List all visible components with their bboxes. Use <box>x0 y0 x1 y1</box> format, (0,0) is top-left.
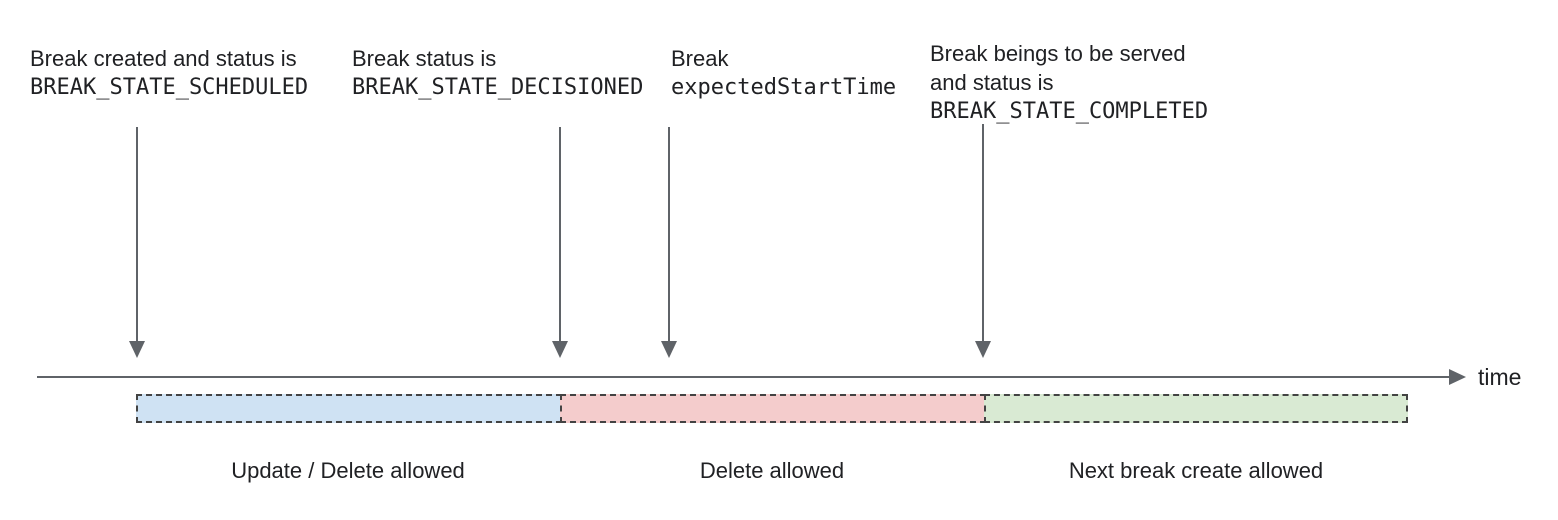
segment-label-update-delete: Update / Delete allowed <box>231 458 465 483</box>
arrow-right-icon <box>1449 369 1466 385</box>
arrow-down-icon-scheduled <box>136 127 138 341</box>
annotation-scheduled: Break created and status is BREAK_STATE_… <box>30 44 308 102</box>
annotation-text: Break <box>671 46 729 71</box>
annotation-code: BREAK_STATE_COMPLETED <box>930 99 1209 124</box>
arrow-down-icon-completed <box>982 124 984 341</box>
annotation-code: expectedStartTime <box>671 75 897 100</box>
annotation-expected-start-time: Break expectedStartTime <box>671 44 896 102</box>
segment-delete-allowed <box>560 394 986 423</box>
timeline-axis <box>37 376 1449 378</box>
segment-next-break-create-allowed <box>984 394 1408 423</box>
annotation-completed: Break beings to be served and status is … <box>930 39 1208 126</box>
annotation-text: Break beings to be served and status is <box>930 41 1186 95</box>
annotation-text: Break created and status is <box>30 46 297 71</box>
annotation-code: BREAK_STATE_DECISIONED <box>352 75 644 100</box>
annotation-text: Break status is <box>352 46 497 71</box>
annotation-code: BREAK_STATE_SCHEDULED <box>30 75 309 100</box>
arrow-down-icon-expected-start-time <box>668 127 670 341</box>
time-axis-label: time <box>1478 364 1522 390</box>
segment-label-delete: Delete allowed <box>699 458 845 483</box>
segment-update-delete-allowed <box>136 394 562 423</box>
segment-label-next-break: Next break create allowed <box>1068 458 1324 483</box>
annotation-decisioned: Break status is BREAK_STATE_DECISIONED <box>352 44 643 102</box>
arrow-down-icon-decisioned <box>559 127 561 341</box>
